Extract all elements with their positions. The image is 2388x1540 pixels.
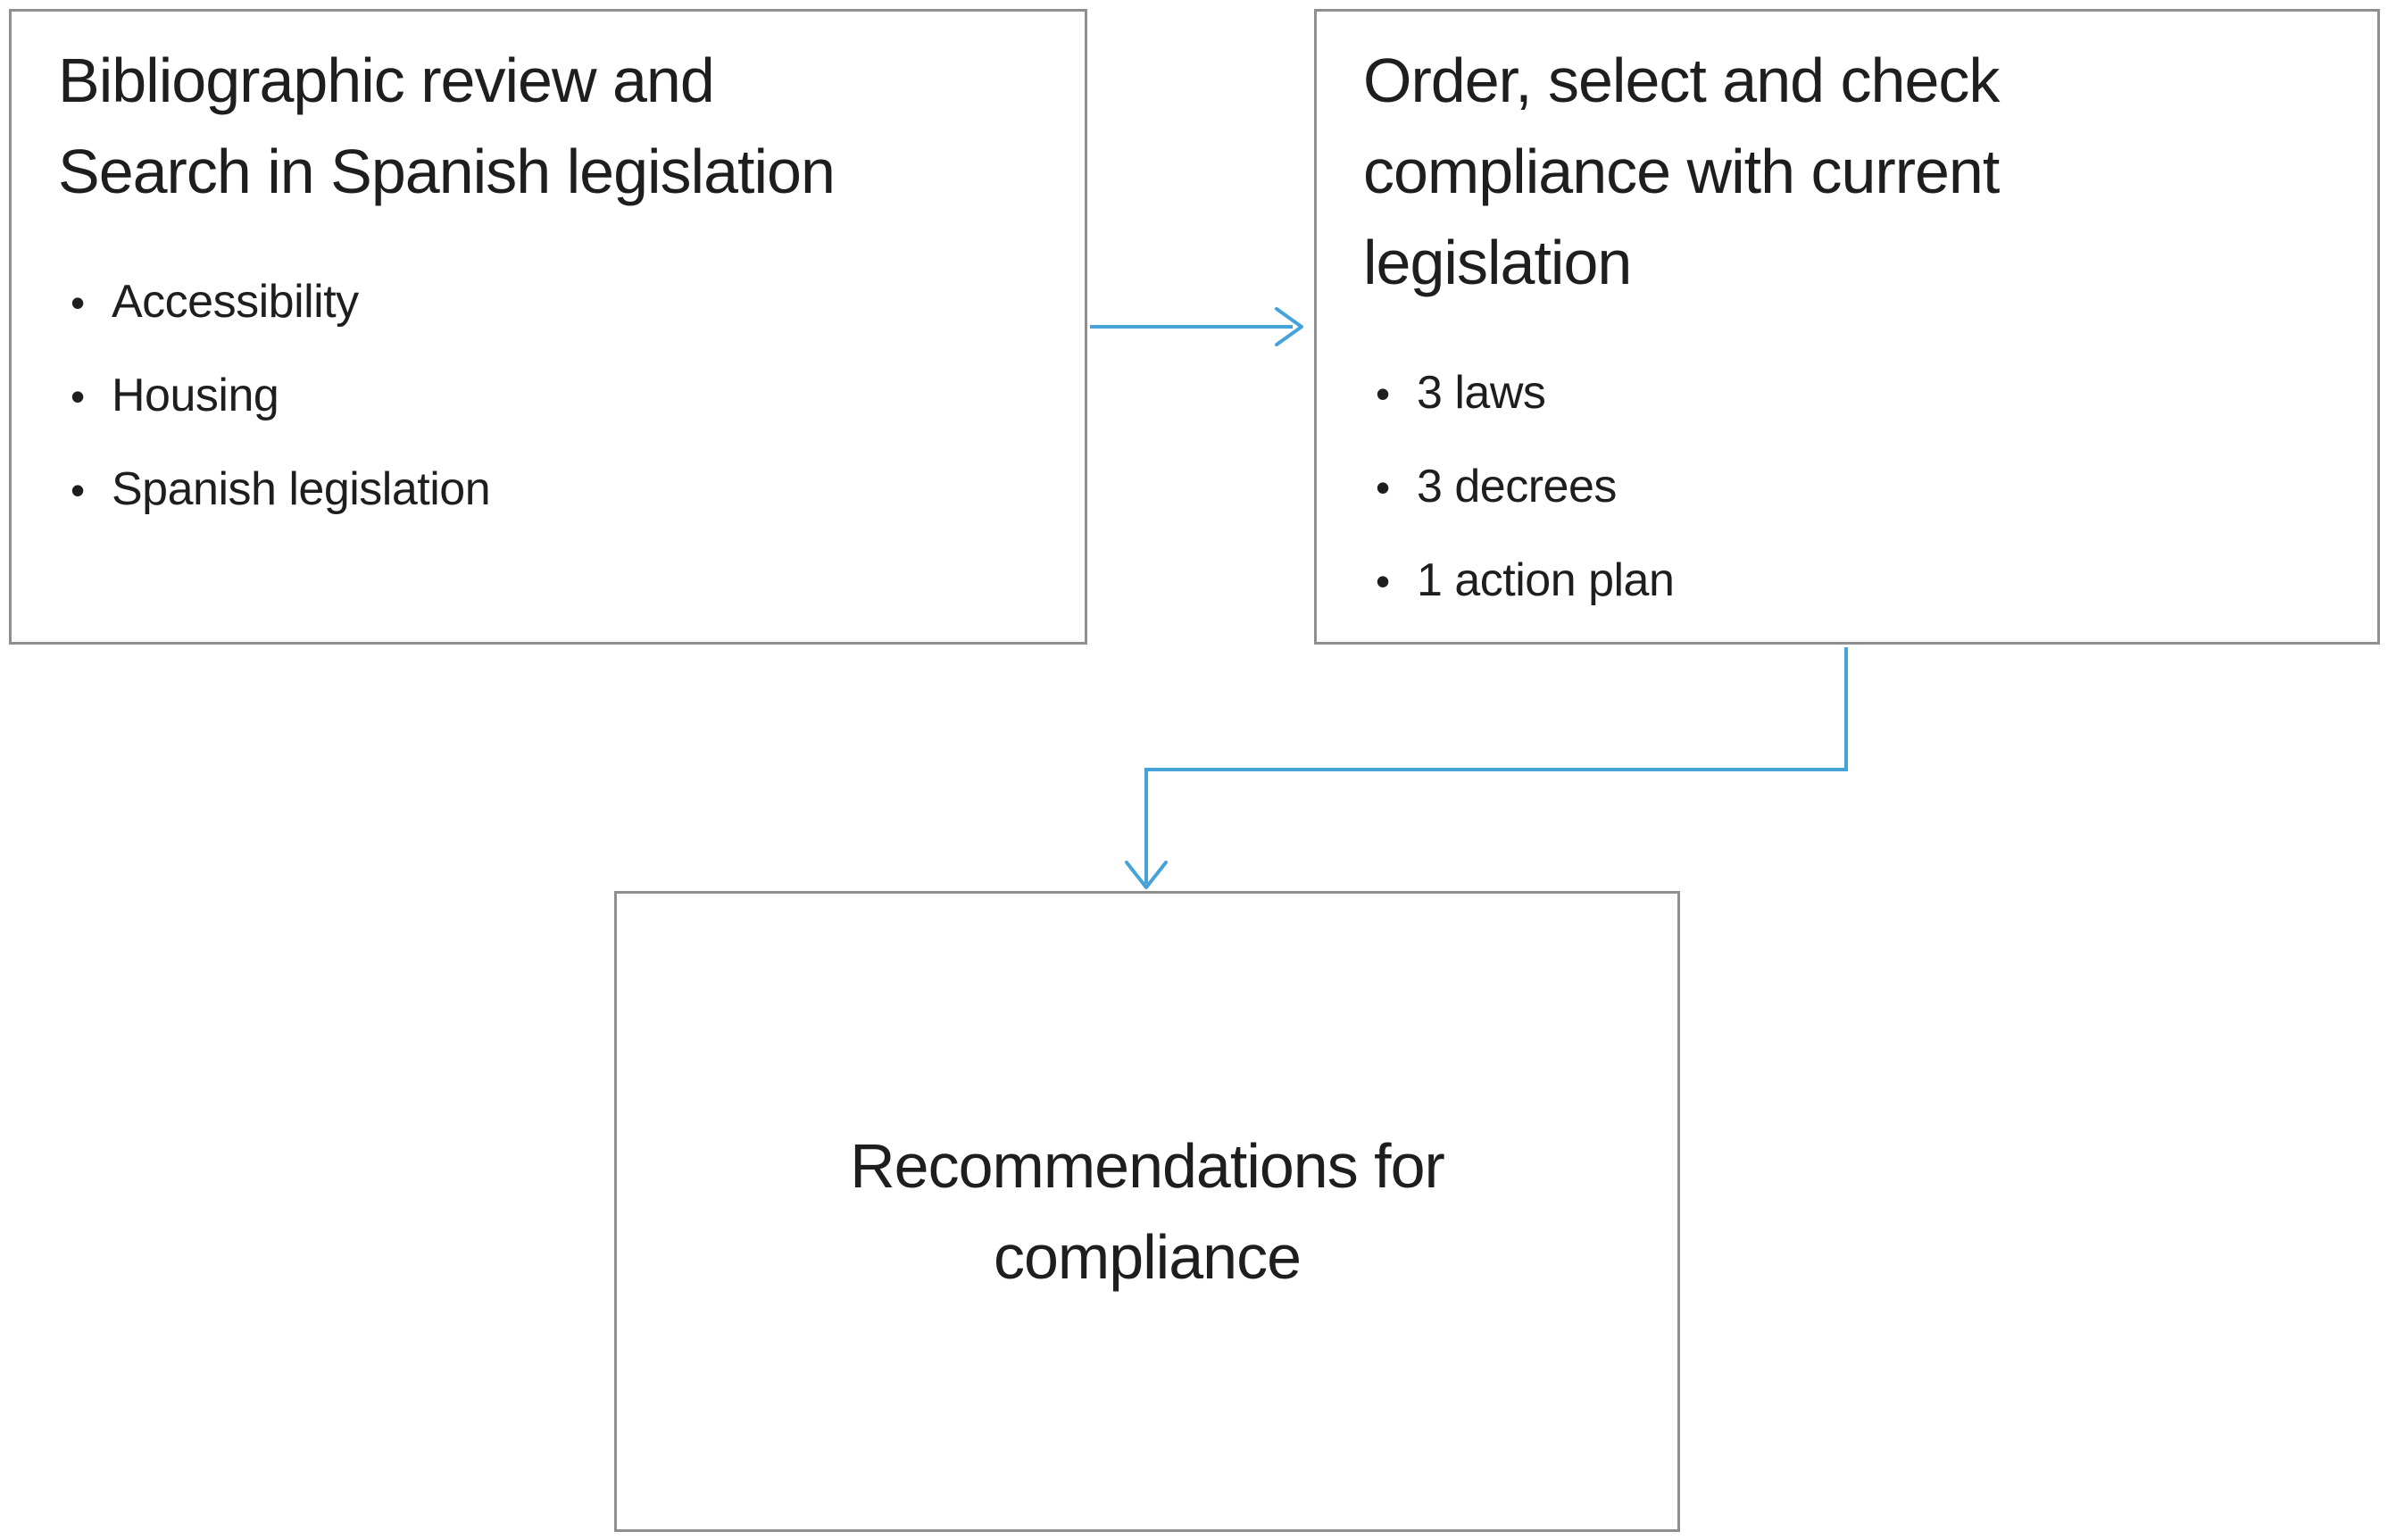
bullet-item: • 3 decrees bbox=[1376, 457, 2345, 517]
bullet-dot-icon: • bbox=[71, 373, 85, 420]
box-title-line: Search in Spanish legislation bbox=[58, 137, 836, 206]
bullet-label: 3 decrees bbox=[1417, 461, 1617, 512]
box-title: Recommendations for compliance bbox=[850, 1120, 1445, 1303]
bullet-list: • Accessibility • Housing • Spanish legi… bbox=[58, 272, 1053, 520]
box-title: Order, select and check compliance with … bbox=[1363, 35, 2345, 308]
bullet-label: Accessibility bbox=[112, 276, 359, 328]
bullet-label: Housing bbox=[112, 370, 279, 421]
bullet-item: • 3 laws bbox=[1376, 363, 2345, 423]
box-title-line: compliance with current bbox=[1363, 137, 2000, 206]
bullet-item: • Accessibility bbox=[71, 272, 1053, 332]
bullet-dot-icon: • bbox=[1376, 464, 1390, 511]
arrowhead-down-icon bbox=[1125, 861, 1168, 889]
box-title-line: Bibliographic review and bbox=[58, 46, 715, 115]
bullet-label: 1 action plan bbox=[1417, 554, 1675, 606]
box-order-select-check: Order, select and check compliance with … bbox=[1314, 9, 2380, 645]
bullet-item: • Spanish legislation bbox=[71, 460, 1053, 520]
box-title-line: Order, select and check bbox=[1363, 46, 2000, 115]
box-title-line: legislation bbox=[1363, 228, 1632, 297]
bullet-label: Spanish legislation bbox=[112, 463, 491, 515]
bullet-label: 3 laws bbox=[1417, 367, 1546, 419]
bullet-dot-icon: • bbox=[71, 279, 85, 326]
box-recommendations: Recommendations for compliance bbox=[614, 891, 1680, 1532]
box-bibliographic-review: Bibliographic review and Search in Spani… bbox=[9, 9, 1087, 645]
box-title-line: Recommendations for bbox=[850, 1131, 1445, 1201]
bullet-dot-icon: • bbox=[1376, 370, 1390, 417]
bullet-item: • 1 action plan bbox=[1376, 551, 2345, 611]
bullet-dot-icon: • bbox=[71, 467, 85, 513]
arrow-line bbox=[1144, 647, 1848, 884]
arrow-box1-to-box2 bbox=[1090, 307, 1303, 346]
bullet-dot-icon: • bbox=[1376, 558, 1390, 604]
arrow-box2-to-box3 bbox=[1125, 647, 1848, 889]
box-title: Bibliographic review and Search in Spani… bbox=[58, 35, 1053, 217]
bullet-list: • 3 laws • 3 decrees • 1 action plan bbox=[1363, 363, 2345, 611]
arrowhead-right-icon bbox=[1275, 307, 1303, 346]
box-title-line: compliance bbox=[993, 1222, 1302, 1292]
bullet-item: • Housing bbox=[71, 366, 1053, 426]
